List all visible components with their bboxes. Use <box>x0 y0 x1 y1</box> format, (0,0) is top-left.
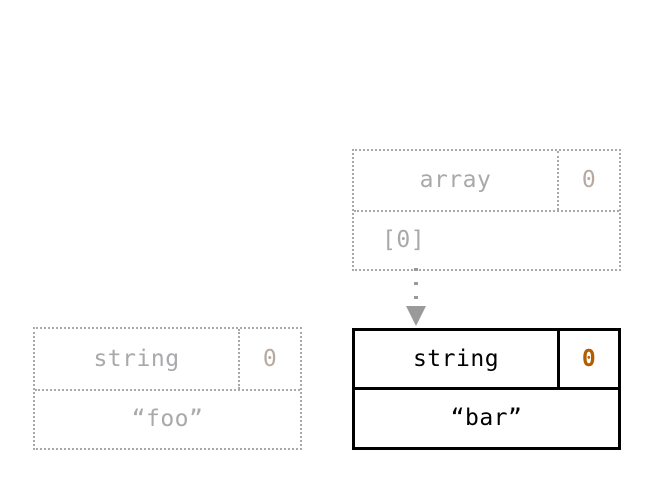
array-node-value-row: [0] <box>354 212 619 269</box>
string-bar-node: string 0 “bar” <box>352 328 621 450</box>
arrow-icon <box>406 268 426 326</box>
array-node-header-row: array 0 <box>354 151 619 212</box>
array-node: array 0 [0] <box>352 149 621 271</box>
array-node-refcount: 0 <box>581 167 597 193</box>
string-foo-node-value-row: “foo” <box>35 391 300 448</box>
string-foo-node-refcount: 0 <box>262 345 278 372</box>
string-foo-node-type-label: string <box>35 329 240 389</box>
string-bar-node-header-row: string 0 <box>355 331 618 390</box>
array-node-type-label: array <box>354 151 559 210</box>
string-bar-node-value-row: “bar” <box>355 390 618 447</box>
string-bar-node-value: “bar” <box>450 405 523 431</box>
array-node-value: [0] <box>382 227 426 253</box>
string-bar-node-type-label: string <box>355 331 560 387</box>
string-foo-node: string 0 “foo” <box>33 327 302 450</box>
array-element-pointer-arrow <box>396 268 436 330</box>
string-bar-node-refcount: 0 <box>581 345 597 372</box>
string-foo-node-value: “foo” <box>131 406 204 432</box>
string-foo-node-header-row: string 0 <box>35 329 300 391</box>
